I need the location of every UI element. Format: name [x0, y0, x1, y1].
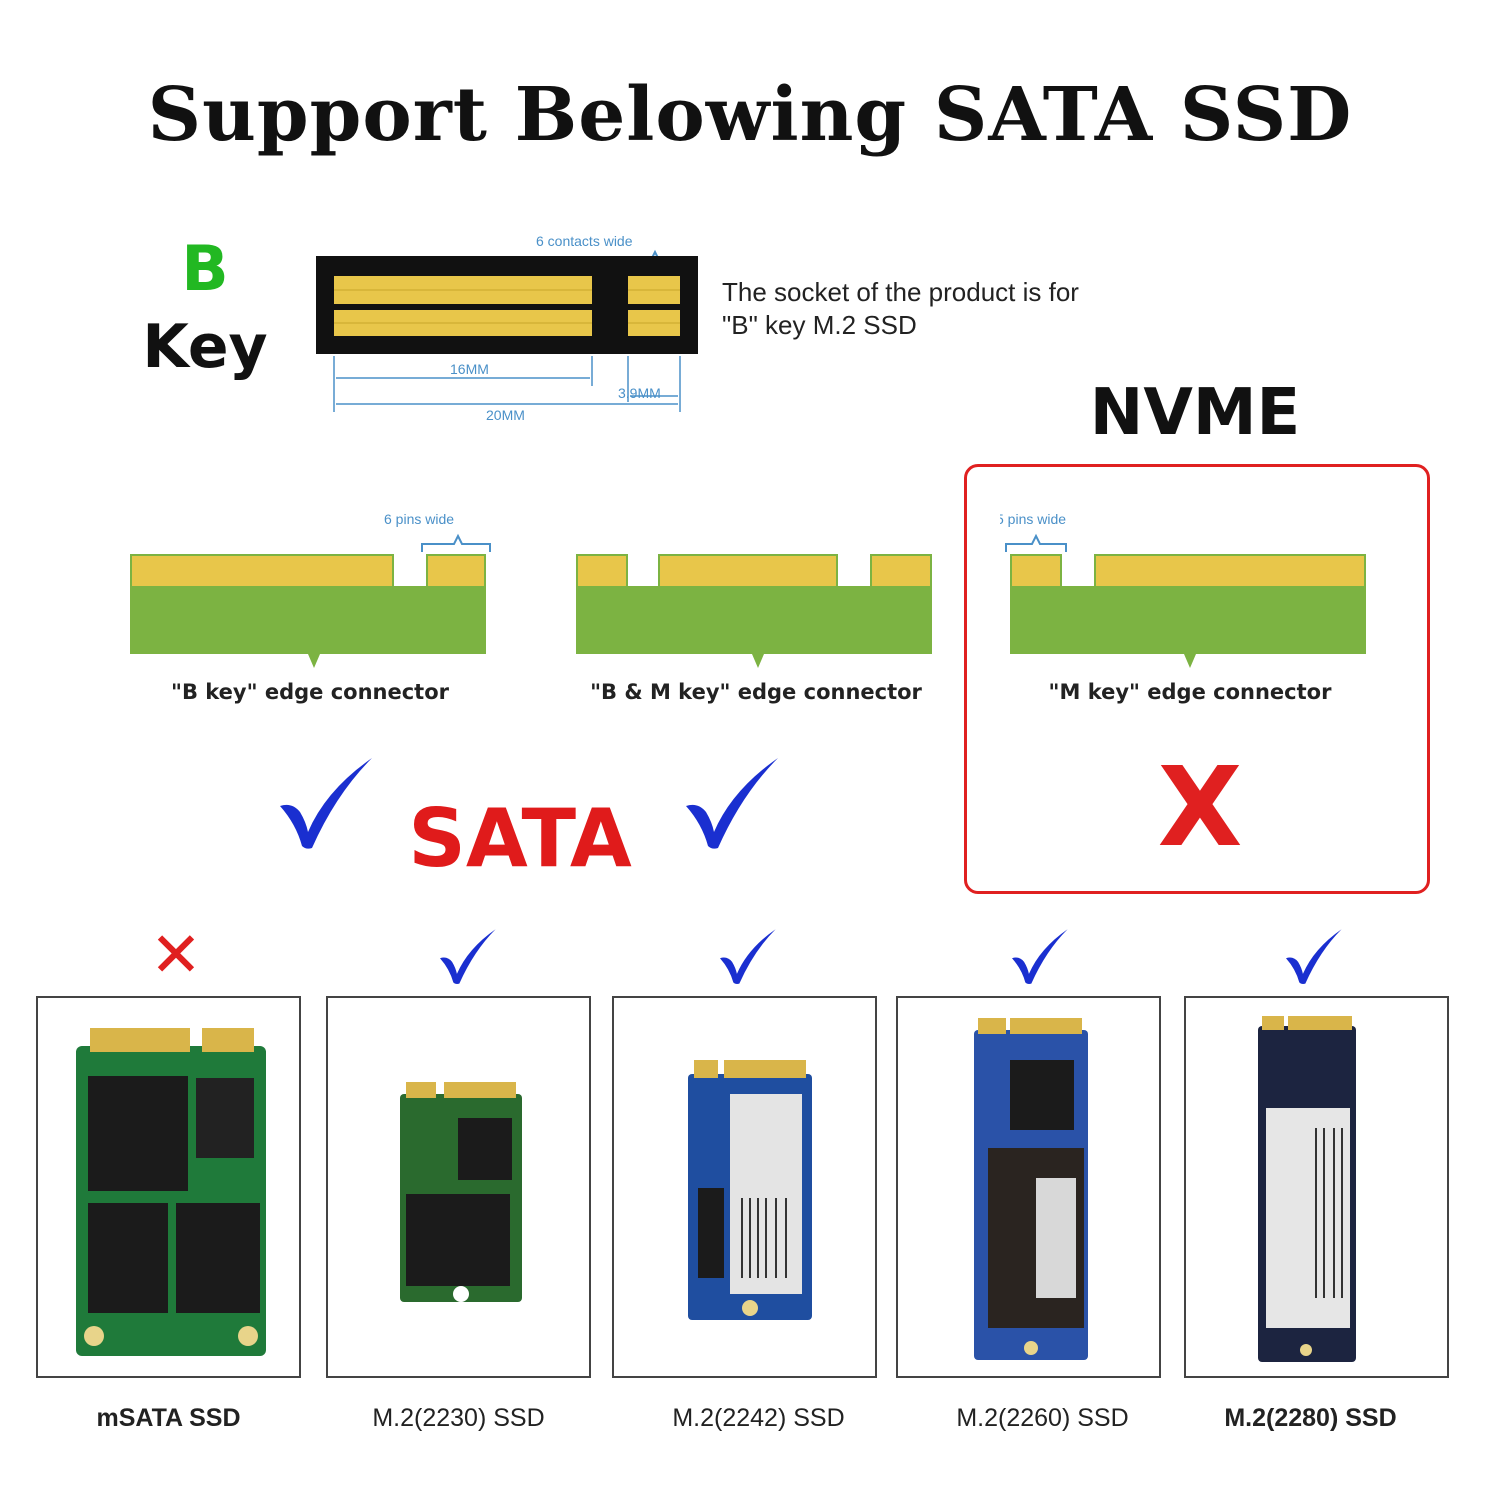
nvme-box: [964, 464, 1430, 894]
m2-2242-ssd-image: [688, 1060, 812, 1320]
ssd-card-2280: [1184, 996, 1449, 1378]
socket-desc-line-1: The socket of the product is for: [722, 277, 1079, 307]
key-letter: B: [181, 232, 229, 305]
ssd-card-2230: [326, 996, 591, 1378]
dim-16mm: 16MM: [450, 361, 489, 377]
m-key-pins-left: [1012, 556, 1060, 586]
b-key-pins-left: [132, 556, 392, 586]
msata-not-supported-x-icon: ✕: [150, 918, 202, 991]
ssd-label-2230: M.2(2230) SSD: [372, 1404, 545, 1432]
ssd-card-msata: [36, 996, 301, 1378]
m-key-pins-bracket: [1005, 533, 1067, 552]
b-key-connector-diagram: 6 pins wide: [130, 511, 491, 668]
sata-label: SATA: [408, 792, 632, 885]
m2-2260-ssd-image: [974, 1018, 1088, 1360]
check-icon: [1012, 929, 1068, 984]
b-key-pins-note: 6 pins wide: [384, 511, 454, 527]
bm-key-connector-diagram: [576, 554, 932, 668]
check-icon: [440, 929, 496, 984]
b-key-pins-bracket: [421, 533, 491, 552]
m-key-connector-diagram: 5 pins wide: [1000, 511, 1366, 668]
ssd-card-2260: [896, 996, 1161, 1378]
b-key-connector-label: "B key" edge connector: [171, 680, 449, 704]
key-word: Key: [142, 312, 268, 382]
contacts-note: 6 contacts wide: [536, 233, 633, 249]
ssd-label-2280: M.2(2280) SSD: [1224, 1404, 1397, 1432]
ssd-card-2242: [612, 996, 877, 1378]
ssd-label-2260: M.2(2260) SSD: [956, 1404, 1129, 1432]
bm-key-pins-left: [578, 556, 626, 586]
m2-2230-ssd-image: [400, 1082, 522, 1302]
m-key-pins-right: [1096, 556, 1364, 586]
dim-20mm: 20MM: [486, 407, 525, 423]
msata-ssd-image: [76, 1028, 266, 1356]
check-icon: [1286, 929, 1342, 984]
bm-key-pins-right: [872, 556, 930, 586]
dim-3-9mm: 3.9MM: [618, 385, 661, 401]
nvme-title: NVME: [1089, 376, 1301, 450]
check-icon: [280, 758, 372, 849]
m-key-connector-label: "M key" edge connector: [1048, 680, 1332, 704]
page-title: Support Belowing SATA SSD: [147, 72, 1353, 158]
nvme-not-supported-x-icon: X: [1157, 743, 1243, 871]
m2-2280-ssd-image: [1258, 1016, 1356, 1362]
check-icon: [720, 929, 776, 984]
ssd-label-msata: mSATA SSD: [96, 1404, 241, 1432]
socket-diagram: 6 contacts wide 16MM 3.9MM 20MM: [316, 233, 698, 423]
socket-description: The socket of the product is for "B" key…: [722, 276, 1079, 342]
m-key-pins-note: 5 pins wide: [1000, 511, 1066, 527]
socket-body: [316, 256, 698, 354]
bm-key-pins-middle: [660, 556, 836, 586]
socket-desc-line-2: "B" key M.2 SSD: [722, 310, 917, 340]
b-key-pins-right: [428, 556, 484, 586]
ssd-label-2242: M.2(2242) SSD: [672, 1404, 845, 1432]
bm-key-connector-label: "B & M key" edge connector: [590, 680, 922, 704]
check-icon: [686, 758, 778, 849]
